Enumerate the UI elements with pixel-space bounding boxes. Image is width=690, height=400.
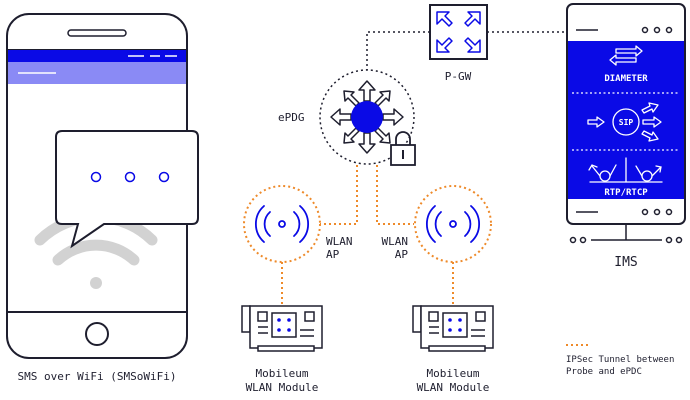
phone-label: SMS over WiFi (SMSoWiFi) [18,370,177,383]
server-top-bar [576,26,673,34]
chat-bubble-icon [55,130,199,249]
antenna-icon [425,205,481,243]
phone-status-bar [8,50,186,62]
epdg-node [319,69,416,166]
module-left-label-1: Mobileum [256,367,309,380]
lock-icon [390,131,416,166]
wlan-module-card-left [241,305,323,352]
wlan-ap-left [243,185,321,263]
legend-text-2: Probe and ePDC [566,367,642,377]
server-base [569,236,683,244]
ims-label: IMS [614,255,637,270]
pgw-router [429,4,488,60]
server-bottom-bar [576,208,673,216]
phone-title-bar [8,62,186,84]
wlan-ap-right [414,185,492,263]
legend-text-1: IPSec Tunnel between [566,355,674,365]
epdg-to-pgw-link [366,31,430,81]
module-right-label-1: Mobileum [427,367,480,380]
rtp-flow-icon [588,157,663,183]
pgw-label: P-GW [445,70,472,83]
swap-arrows-icon [609,45,643,66]
sip-label: SIP [619,118,634,127]
ipsec-tunnels [281,165,454,306]
epdg-label: ePDG [278,111,305,124]
smartphone [6,13,199,359]
module-right-label-2: WLAN Module [417,381,490,394]
epdg-arrows-icon [330,80,404,154]
sip-icon [587,102,662,142]
diameter-label: DIAMETER [604,74,648,84]
connection-lines [366,31,567,81]
tunnel-right [376,165,414,225]
wlan-ap-left-label-1: WLAN [326,235,353,248]
antenna-icon [254,205,310,243]
wlan-ap-right-label-1: WLAN [382,235,409,248]
tunnel-left [320,165,358,225]
ims-server: DIAMETER SIP RTP/RTCP [566,3,686,244]
module-left-label-2: WLAN Module [246,381,319,394]
speaker-slot [67,29,127,37]
wlan-ap-right-label-2: AP [395,248,409,261]
legend: IPSec Tunnel between Probe and ePDC [566,344,674,377]
pgw-arrows-icon [436,11,481,53]
epdg-core [351,101,383,133]
wlan-ap-left-label-2: AP [326,248,340,261]
rtp-label: RTP/RTCP [604,188,648,198]
wlan-module-card-right [412,305,494,352]
typing-dot [158,171,170,183]
home-button [85,322,109,346]
typing-dot [90,171,102,183]
typing-dot [124,171,136,183]
